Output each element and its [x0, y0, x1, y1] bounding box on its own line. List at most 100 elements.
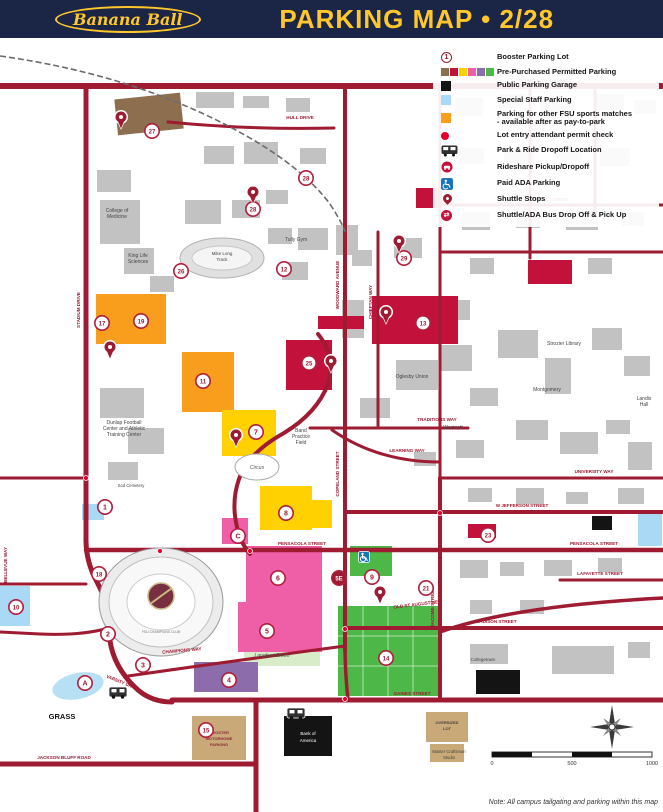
building	[128, 428, 164, 454]
page-title: PARKING MAP • 2/28	[279, 3, 555, 34]
street-label: OLD ST AUGUSTINE	[393, 599, 438, 609]
building	[566, 492, 588, 504]
pin-dot	[119, 115, 123, 119]
lot-marker-label: 21	[423, 586, 430, 592]
parking-lot-small-garage	[592, 516, 612, 530]
bus-wheel	[111, 695, 116, 699]
place-label: Center and Athletic	[103, 426, 146, 432]
lot-marker-9	[363, 568, 380, 585]
lot-marker-23	[479, 526, 496, 543]
place-label: PARKING	[210, 742, 228, 747]
road	[330, 428, 442, 464]
place-label: King Life	[128, 253, 148, 259]
bus-window	[289, 710, 295, 714]
lot-marker-26	[173, 262, 190, 279]
street-label: LEARNING WAY	[389, 448, 424, 453]
pin-dot	[384, 310, 388, 314]
place-label: GRASS	[49, 712, 76, 721]
pin-dot	[251, 190, 255, 194]
legend-item: ⇄Shuttle/ADA Bus Drop Off & Pick Up	[435, 209, 657, 221]
lot-marker-8	[277, 504, 294, 521]
place-label: Track	[216, 257, 228, 262]
lot-marker-label: 27	[149, 129, 156, 135]
building	[628, 642, 650, 658]
place-label: America	[300, 738, 317, 743]
lot-marker-label: 4	[227, 677, 231, 684]
bus-window	[297, 710, 303, 714]
building	[592, 328, 622, 350]
footer-note: Note: All campus tailgating and parking …	[488, 799, 658, 806]
street-label: CHIEFTAN WAY	[368, 285, 373, 319]
lot-marker-7	[248, 423, 265, 440]
place-label: Band	[295, 428, 307, 434]
circus-oval	[234, 453, 280, 481]
bus-wheel	[298, 716, 303, 720]
app-header: Banana Ball PARKING MAP • 2/28	[0, 0, 663, 38]
street-label: CHAMPIONS WAY	[162, 646, 202, 654]
lot-marker-label: 13	[420, 321, 427, 327]
shuttle-stop-pin-icon	[249, 194, 257, 204]
place-label: Training Center	[107, 432, 142, 438]
square-icon	[435, 80, 497, 91]
bus-icon	[435, 145, 497, 157]
lot-marker-label: 28	[303, 176, 310, 182]
pin-dot	[378, 590, 382, 594]
bus-wheel	[289, 716, 294, 720]
legend-label: Parking for other FSU sports matches- av…	[497, 108, 633, 127]
pin-icon	[435, 192, 497, 205]
lot-marker-1	[97, 498, 114, 515]
building	[100, 388, 144, 418]
lot-marker-label: 2	[106, 631, 110, 638]
lot-marker-label: 5E	[335, 576, 342, 582]
shuttle-stop-pin-icon	[327, 363, 335, 373]
building	[150, 276, 174, 292]
place-label: Sod Cemetery	[118, 483, 146, 488]
lot-marker-label: A	[82, 680, 87, 687]
legend-item: Paid ADA Parking	[435, 177, 657, 190]
lot-marker-5E	[330, 569, 347, 586]
place-label: Medicine	[107, 214, 127, 220]
lot-marker-27	[144, 123, 161, 140]
lot-marker-label: C	[235, 533, 240, 540]
place-label: Hall	[640, 402, 649, 408]
dot-icon	[435, 131, 497, 140]
parking-lot-5	[238, 602, 322, 652]
building	[414, 452, 436, 466]
scale-label: 0	[490, 761, 493, 767]
legend-label: Public Parking Garage	[497, 80, 578, 90]
place-label: OVERSIZED	[435, 720, 458, 725]
building	[300, 148, 326, 164]
banana-ball-logo: Banana Ball	[55, 5, 201, 33]
legend-item: Lot entry attendant permit check	[435, 131, 657, 140]
lot-marker-15	[198, 721, 215, 738]
street-label: MACOMB STREET	[430, 588, 435, 629]
building	[516, 488, 544, 504]
road	[0, 626, 111, 636]
legend-label: Special Staff Parking	[497, 94, 572, 104]
track-infield	[191, 245, 253, 271]
lot-marker-label: 11	[200, 379, 207, 385]
lot-marker-A	[77, 674, 94, 691]
building	[266, 190, 288, 204]
ada-icon	[435, 177, 497, 190]
legend-label: Paid ADA Parking	[497, 178, 561, 188]
building	[185, 200, 221, 224]
place-label: Studio	[443, 755, 456, 760]
place-label: Practice	[292, 434, 310, 440]
place-label: Master Craftsman	[432, 749, 466, 754]
lot-marker-label: 28	[250, 207, 257, 213]
bus-window	[111, 689, 117, 693]
scale-segment	[572, 752, 612, 757]
legend-item: Special Staff Parking	[435, 94, 657, 106]
building	[560, 432, 598, 454]
place-label: Bank of	[300, 731, 316, 736]
place-label: Dunlap Football	[106, 420, 141, 426]
building	[244, 142, 278, 164]
legend-item: Pre-Purchased Permitted Parking	[435, 67, 657, 77]
attendant-check-dot	[83, 475, 89, 481]
lot-marker-6	[269, 569, 286, 586]
building	[456, 440, 484, 458]
place-label: MOTORHOME	[206, 736, 233, 741]
lot-marker-13	[414, 314, 431, 331]
